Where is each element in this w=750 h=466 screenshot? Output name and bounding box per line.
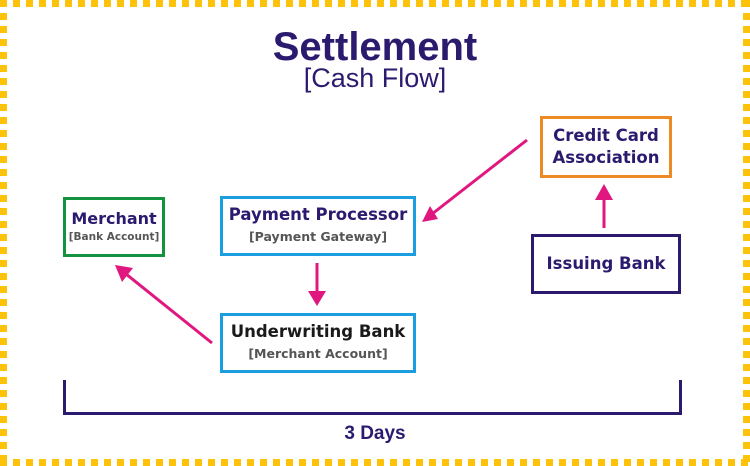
merchant-node: Merchant [Bank Account]: [63, 197, 165, 257]
merchant-sublabel: [Bank Account]: [68, 231, 160, 243]
payment-processor-sublabel: [Payment Gateway]: [248, 229, 388, 244]
credit-card-association-label-line1: Credit Card: [553, 126, 659, 145]
diagram-subtitle: [Cash Flow]: [303, 63, 447, 93]
payment-processor-node: Payment Processor [Payment Gateway]: [220, 196, 416, 256]
underwriting-bank-label: Underwriting Bank: [230, 322, 406, 341]
diagram-title: Settlement: [272, 25, 478, 69]
credit-card-association-label-line2: Association: [552, 148, 660, 167]
underwriting-bank-sublabel: [Merchant Account]: [248, 346, 388, 361]
issuing-bank-label: Issuing Bank: [546, 254, 666, 273]
credit-card-association-node: Credit Card Association: [540, 116, 672, 178]
timeline-label: 3 Days: [344, 423, 406, 444]
payment-processor-label: Payment Processor: [228, 205, 408, 224]
issuing-bank-node: Issuing Bank: [531, 234, 681, 294]
underwriting-bank-node: Underwriting Bank [Merchant Account]: [220, 313, 416, 373]
merchant-label: Merchant: [71, 209, 157, 228]
